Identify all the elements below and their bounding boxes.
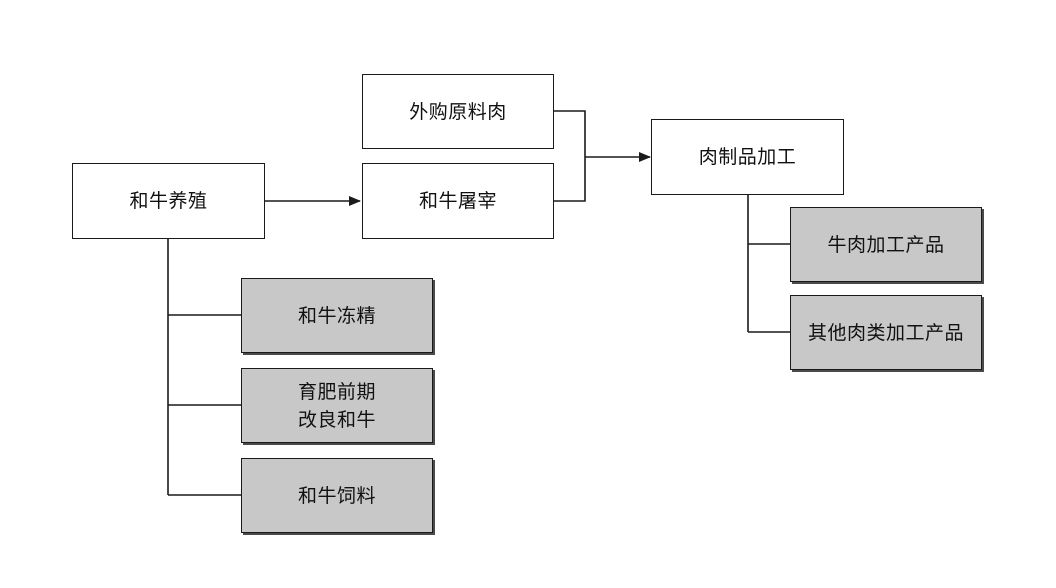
node-other-meat-processed-products: 其他肉类加工产品 [790,295,982,370]
node-purchased-raw-meat: 外购原料肉 [362,74,554,149]
bracket-purchased-meat [554,110,586,202]
node-early-fattening-improved-wagyu: 育肥前期 改良和牛 [241,368,433,443]
node-wagyu-feed: 和牛饲料 [241,458,433,533]
node-wagyu-breeding: 和牛养殖 [72,163,265,239]
node-wagyu-frozen-semen: 和牛冻精 [241,278,433,353]
node-wagyu-slaughter: 和牛屠宰 [362,163,554,239]
node-meat-processing: 肉制品加工 [651,119,844,195]
node-beef-processed-products: 牛肉加工产品 [790,207,982,282]
